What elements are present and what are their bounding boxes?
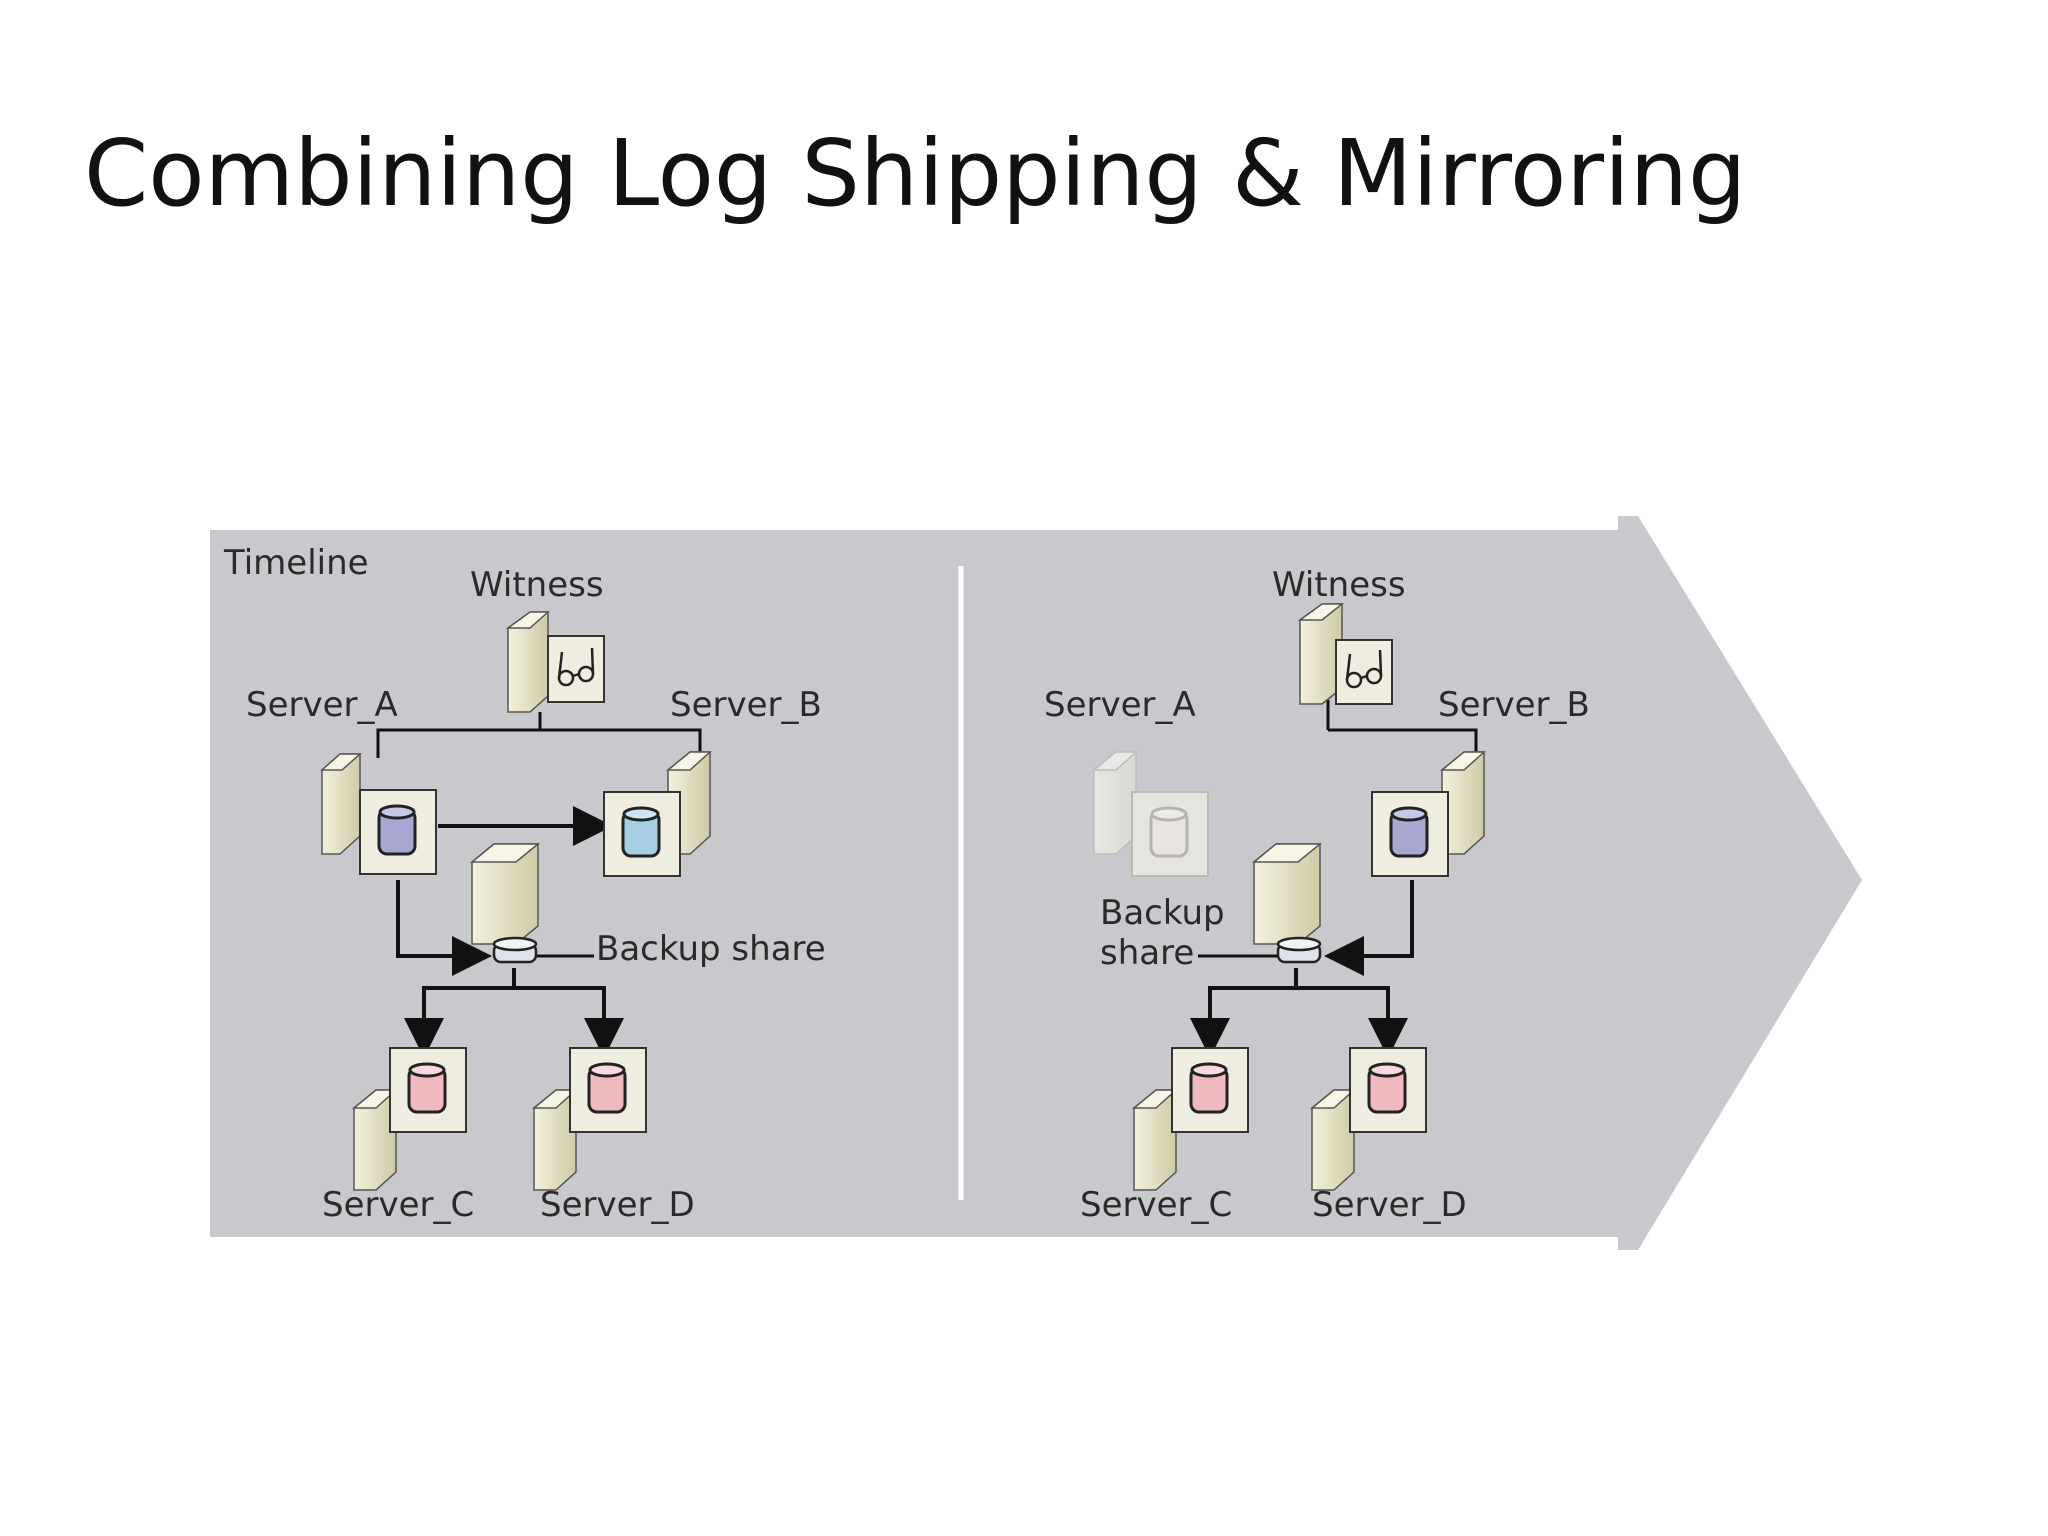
database-icon [379,806,415,854]
witness-label: Witness [1272,565,1406,605]
backup-share-label-line1: Backup [1100,893,1225,933]
backup-share-server-icon [472,844,538,962]
backup-share-icon [494,938,536,962]
server-c-label: Server_C [322,1185,474,1225]
server-a-label: Server_A [1044,685,1196,725]
database-icon [409,1064,445,1112]
backup-share-server-icon [1254,844,1320,962]
database-icon [1151,808,1187,856]
timeline-arrow-background [210,516,1862,1250]
backup-share-label-line2: share [1100,933,1194,973]
database-icon [1391,808,1427,856]
server-d-label: Server_D [1312,1185,1467,1225]
server-b-label: Server_B [670,685,822,725]
timeline-label: Timeline [223,543,369,583]
database-icon [623,808,659,856]
backup-share-icon [1278,938,1320,962]
database-icon [589,1064,625,1112]
server-c-label: Server_C [1080,1185,1232,1225]
database-icon [1369,1064,1405,1112]
witness-label: Witness [470,565,604,605]
server-d-label: Server_D [540,1185,695,1225]
server-a-label: Server_A [246,685,398,725]
server-b-label: Server_B [1438,685,1590,725]
backup-share-label: Backup share [596,929,826,969]
database-icon [1191,1064,1227,1112]
